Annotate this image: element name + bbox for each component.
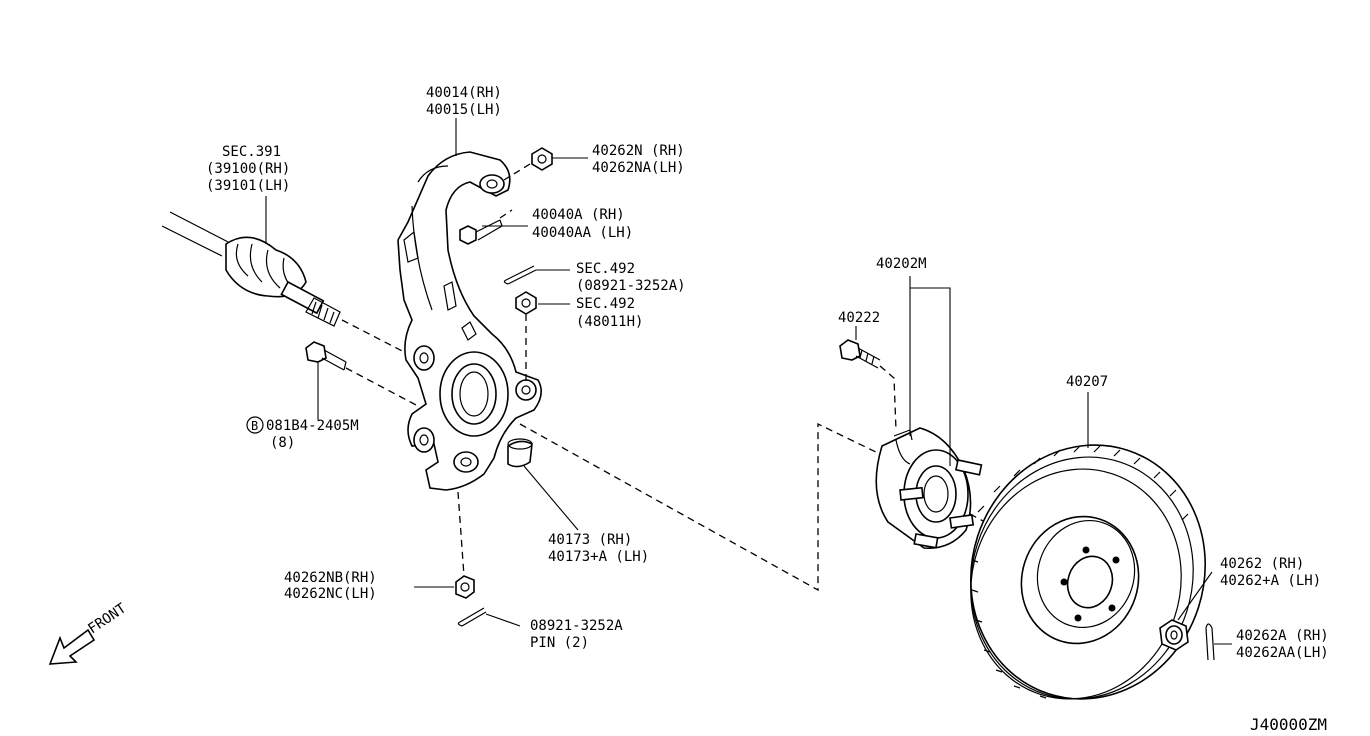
axle-nut — [1159, 619, 1189, 651]
label-drive-shaft: SEC.391 (39100(RH) (39101(LH) — [206, 144, 290, 194]
label-bolt-081b4-line2: (8) — [270, 435, 295, 451]
bolt-081b4-dash — [345, 367, 419, 407]
label-knuckle-nut-line1: 40262N (RH) — [592, 143, 685, 159]
label-rotor: 40207 — [1066, 374, 1108, 390]
lower-nut — [455, 575, 475, 599]
label-knuckle-line1: 40014(RH) — [426, 85, 502, 101]
label-axle-pin-line1: 40262A (RH) — [1236, 628, 1329, 644]
label-knuckle-bolt-line2: 40040AA (LH) — [532, 225, 633, 241]
label-axle-nut-line2: 40262+A (LH) — [1220, 573, 1321, 589]
label-axle-nut-line1: 40262 (RH) — [1220, 556, 1304, 572]
axle-pin — [1205, 623, 1215, 661]
bolt-081b4 — [305, 341, 347, 371]
label-drive-shaft-line1: SEC.391 — [222, 144, 281, 160]
label-nut-sec492: SEC.492 (48011H) — [576, 296, 643, 330]
nut-leader-line — [503, 163, 531, 181]
knuckle-hub-dash — [519, 422, 881, 592]
label-knuckle-nut-line2: 40262NA(LH) — [592, 160, 685, 176]
shaft-leader-line — [341, 319, 413, 357]
hub-stud-2 — [949, 514, 975, 529]
bushing-40173 — [507, 438, 533, 468]
label-cotter-sec492-line1: SEC.492 — [576, 261, 635, 277]
drive-shaft — [161, 211, 341, 327]
brake-rotor — [970, 444, 1206, 700]
hub-assy-bracket-top — [910, 287, 951, 466]
label-bushing-40173: 40173 (RH) 40173+A (LH) — [548, 532, 649, 565]
hub-bolt-dash — [879, 365, 897, 431]
knuckle-bolt — [459, 219, 503, 245]
label-rotor-line1: 40207 — [1066, 374, 1108, 390]
hub-stud-4 — [899, 486, 924, 501]
label-bolt-081b4-line1: 081B4-2405M — [266, 418, 359, 434]
label-knuckle-bolt: 40040A (RH) 40040AA (LH) — [532, 207, 633, 241]
label-hub-bolt-line1: 40222 — [838, 310, 880, 326]
label-knuckle-nut: 40262N (RH) 40262NA(LH) — [592, 143, 685, 176]
label-lower-nut-line1: 40262NB(RH) — [284, 570, 377, 586]
label-bolt-081b4: B 081B4-2405M (8) — [246, 416, 359, 451]
label-bushing-40173-line2: 40173+A (LH) — [548, 549, 649, 565]
lower-pin-lead — [485, 613, 521, 627]
lower-nut-dash — [457, 491, 465, 577]
label-axle-nut: 40262 (RH) 40262+A (LH) — [1220, 556, 1321, 589]
hub-stud-1 — [954, 459, 983, 476]
lower-pin — [457, 607, 487, 627]
nut-sec492 — [515, 291, 537, 315]
bolt-leader-line — [499, 209, 513, 219]
hub-stud-3 — [913, 533, 939, 549]
cotter-pin-sec492 — [503, 265, 537, 285]
label-hub-assy: 40202M — [876, 256, 927, 272]
front-label: FRONT — [85, 600, 129, 637]
label-hub-bolt: 40222 — [838, 310, 880, 326]
hub-assembly — [875, 427, 983, 549]
front-arrow-icon — [48, 628, 96, 665]
knuckle-top-nut — [531, 147, 553, 171]
label-nut-sec492-line2: (48011H) — [576, 314, 643, 330]
label-hub-assy-line1: 40202M — [876, 256, 927, 272]
label-axle-pin-line2: 40262AA(LH) — [1236, 645, 1329, 661]
label-bushing-40173-line1: 40173 (RH) — [548, 532, 632, 548]
label-knuckle-bolt-line1: 40040A (RH) — [532, 207, 625, 223]
label-lower-pin: 08921-3252A PIN (2) — [530, 618, 623, 651]
steering-knuckle — [397, 151, 542, 491]
label-lower-nut: 40262NB(RH) 40262NC(LH) — [284, 570, 377, 602]
axle-nut-lead — [1177, 571, 1213, 621]
label-bolt-081b4-circle: B — [251, 419, 258, 433]
label-cotter-sec492: SEC.492 (08921-3252A) — [576, 261, 686, 294]
label-cotter-sec492-line2: (08921-3252A) — [576, 278, 686, 294]
label-knuckle-line2: 40015(LH) — [426, 102, 502, 118]
label-lower-pin-line2: PIN (2) — [530, 635, 589, 651]
label-drive-shaft-line2: (39100(RH) — [206, 161, 290, 177]
label-nut-sec492-line1: SEC.492 — [576, 296, 635, 312]
label-knuckle: 40014(RH) 40015(LH) — [426, 85, 502, 118]
label-lower-nut-line2: 40262NC(LH) — [284, 586, 377, 602]
hub-bolt — [839, 339, 881, 369]
diagram-code: J40000ZM — [1250, 715, 1327, 734]
b-circle-icon — [246, 416, 264, 434]
label-drive-shaft-line3: (39101(LH) — [206, 178, 290, 194]
label-axle-pin: 40262A (RH) 40262AA(LH) — [1236, 628, 1329, 661]
bushing-lead — [523, 465, 579, 531]
label-lower-pin-line1: 08921-3252A — [530, 618, 623, 634]
